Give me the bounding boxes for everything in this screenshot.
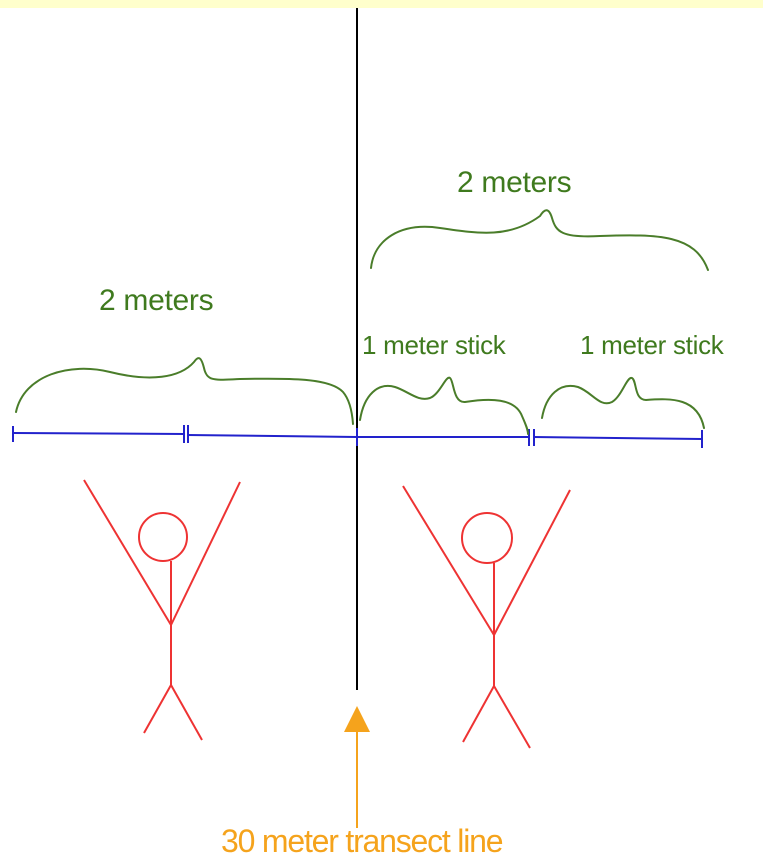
brace-right-2m [370, 209, 709, 271]
person-right [402, 485, 571, 749]
brace-left-2m [15, 357, 354, 425]
measuring-line [12, 425, 703, 448]
arrow-up-icon [344, 706, 370, 828]
person-right-arm-left [402, 485, 495, 636]
person-left-leg-left [143, 684, 172, 734]
person-left-arm-right [170, 481, 241, 626]
person-right-arm-right [493, 489, 571, 636]
person-left-leg-right [170, 684, 203, 741]
person-right-head [461, 512, 513, 564]
meter-stick-left-outer [13, 432, 186, 435]
top-band [0, 0, 763, 8]
label-right-2-meters: 2 meters [457, 166, 572, 199]
brace-stick-2 [541, 377, 705, 429]
person-left-head [138, 512, 188, 562]
label-meter-stick-2: 1 meter stick [580, 330, 724, 360]
person-left-arm-left [83, 479, 172, 626]
person-left [83, 479, 241, 741]
meter-stick-left-inner [186, 434, 358, 438]
meter-stick-right-outer [532, 436, 703, 440]
person-right-leg-right [493, 685, 531, 749]
person-right-leg-left [462, 685, 495, 743]
label-left-2-meters: 2 meters [99, 284, 214, 317]
label-meter-stick-1: 1 meter stick [362, 330, 506, 360]
brace-stick-1 [359, 376, 529, 435]
label-transect-line: 30 meter transect line [221, 823, 504, 859]
